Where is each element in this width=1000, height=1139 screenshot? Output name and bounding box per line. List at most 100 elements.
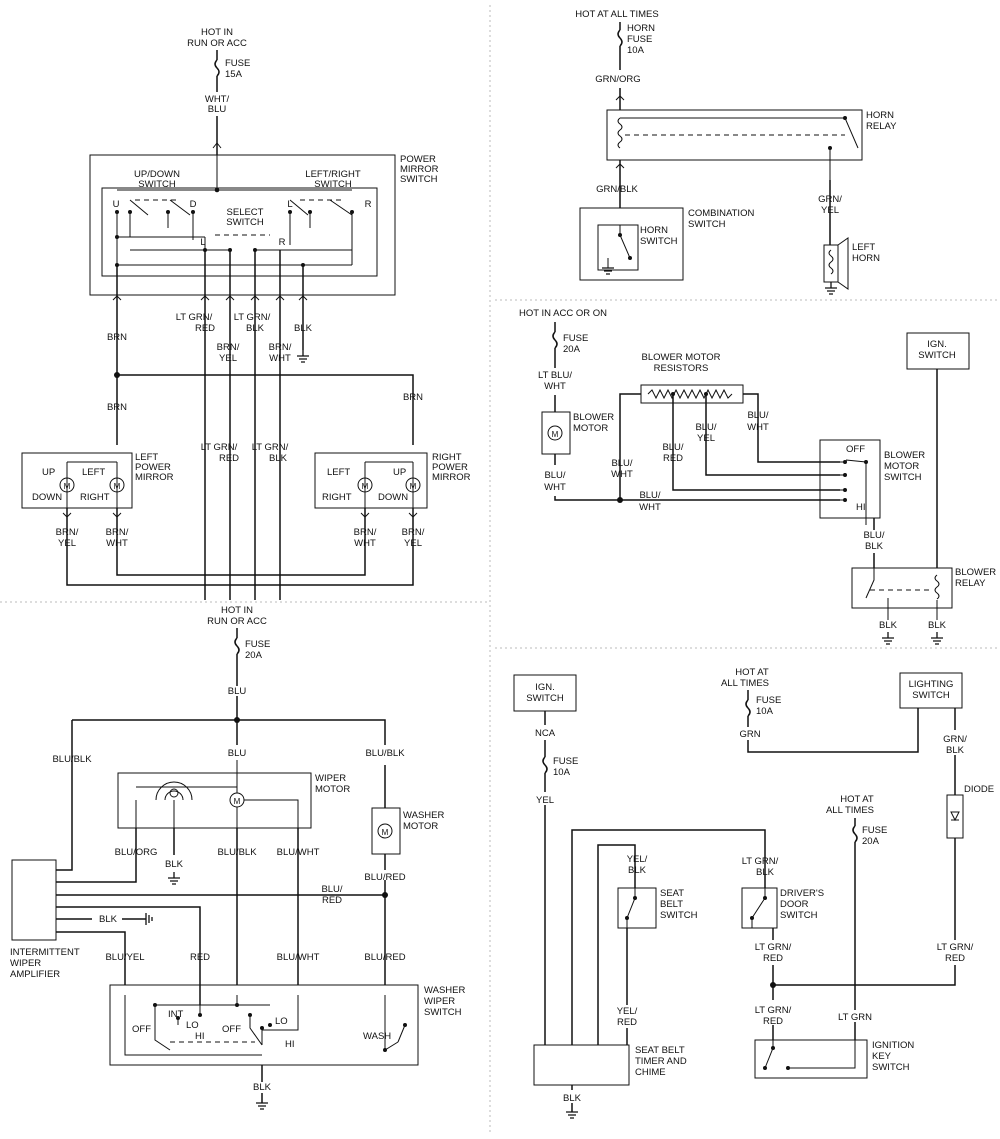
- q5-door-2: DOOR: [780, 899, 809, 910]
- q5-hot3-2: ALL TIMES: [826, 805, 874, 816]
- q5-hot3-1: HOT AT: [840, 794, 874, 805]
- seat-belt-switch-box: [617, 887, 657, 929]
- q5-timer-3: CHIME: [635, 1067, 666, 1078]
- q1-switch-name-2: MIRROR: [400, 164, 439, 175]
- q4-fuse-rating: 20A: [245, 650, 263, 661]
- q1-brn-wht-b: WHT: [269, 353, 291, 364]
- q4-lo2: LO: [275, 1016, 288, 1027]
- q5-fuse3-label: FUSE: [862, 825, 887, 836]
- q1-switch-name-1: POWER: [400, 154, 436, 165]
- q4-blublk-a: BLU/BLK: [52, 754, 92, 765]
- q1-m-up: UP: [42, 467, 55, 478]
- q5-ltgrnred-c: LT GRN/: [937, 942, 974, 953]
- q5-wire-ltgrn: LT GRN: [838, 1012, 872, 1023]
- q3-resistors-1: BLOWER MOTOR: [642, 352, 721, 363]
- q3-blk2: BLK: [928, 620, 947, 631]
- q4-ground-icon-2: [145, 913, 153, 925]
- q4-lo: LO: [186, 1020, 199, 1031]
- q4-fuse-symbol: [234, 637, 240, 655]
- q4-wiper-1: WIPER: [315, 773, 346, 784]
- power-mirror-circuit: HOT IN RUN OR ACC FUSE 15A WHT/ BLU POWE…: [21, 27, 471, 600]
- right-mirror-motor-2-icon: [405, 477, 421, 493]
- q2-relay-1: HORN: [866, 110, 894, 121]
- q2-ground-icon-1: [602, 267, 614, 275]
- q1-fuse-label: FUSE: [225, 58, 250, 69]
- q1-wire-blk: BLK: [294, 323, 313, 334]
- q5-fuse-symbol-2: [745, 699, 751, 717]
- q5-seat-2: BELT: [660, 899, 683, 910]
- q5-door-1: DRIVER'S: [780, 888, 824, 899]
- q4-bluwht2: BLU/WHT: [277, 952, 320, 963]
- q3-blower-1: BLOWER: [573, 412, 614, 423]
- intermittent-wiper-amplifier-box: [11, 859, 57, 941]
- q5-seat-1: SEAT: [660, 888, 684, 899]
- q3-bms-1: BLOWER: [884, 450, 925, 461]
- q5-ign-2: SWITCH: [526, 693, 564, 704]
- q1-bot-brn-yel-b: YEL: [58, 538, 76, 549]
- q2-fuse-name-1: HORN: [627, 23, 655, 34]
- q4-source-hot: HOT IN: [221, 605, 253, 616]
- q4-ground-icon-1: [168, 872, 180, 885]
- q2-horn-sw-2: SWITCH: [640, 236, 678, 247]
- q1-rm-down: DOWN: [378, 492, 408, 503]
- q5-yelblk-a: YEL/: [627, 854, 648, 865]
- q1-right-mirror-2: POWER: [432, 462, 468, 473]
- q1-m-right: RIGHT: [80, 492, 110, 503]
- q1-rm-up: UP: [393, 467, 406, 478]
- q3-resistors-2: RESISTORS: [654, 363, 709, 374]
- q5-ltgrnred-f: RED: [763, 1016, 783, 1027]
- q4-ww-1: WASHER: [424, 985, 465, 996]
- q3-bluyel-a: BLU/: [695, 422, 716, 433]
- q1-switch-name-3: SWITCH: [400, 174, 438, 185]
- horn-relay-box: [606, 109, 863, 161]
- q3-off: OFF: [846, 444, 865, 455]
- q1-wire-brn3: BRN: [403, 392, 423, 403]
- q2-horn-2: HORN: [852, 253, 880, 264]
- q5-key-1: IGNITION: [872, 1040, 914, 1051]
- washer-wiper-switch-box: [109, 984, 419, 1066]
- q2-wire-grn-yel-a: GRN/: [818, 194, 842, 205]
- q5-grnblk-a: GRN/: [943, 734, 967, 745]
- q5-fuse2-rating: 10A: [756, 706, 774, 717]
- q3-source: HOT IN ACC OR ON: [519, 308, 607, 319]
- q3-motor-label: M: [552, 430, 559, 439]
- q1-feed-color-b: BLU: [208, 104, 227, 115]
- blower-motor-switch-box: [819, 439, 881, 519]
- q4-off2: OFF: [222, 1024, 241, 1035]
- q4-ww-3: SWITCH: [424, 1007, 462, 1018]
- q1-wire-brn: BRN: [107, 332, 127, 343]
- q2-relay-2: RELAY: [866, 121, 897, 132]
- q2-fuse-name-2: FUSE: [627, 34, 652, 45]
- q5-ltgrnred-b: RED: [763, 953, 783, 964]
- q1-right-mirror-1: RIGHT: [432, 452, 462, 463]
- q2-wire-grn-blk: GRN/BLK: [596, 184, 638, 195]
- wiper-washer-circuit: HOT IN RUN OR ACC FUSE 20A BLU BLU/BLK B…: [10, 605, 465, 1110]
- seat-belt-chime-circuit: IGN. SWITCH NCA FUSE 10A YEL HOT AT ALL …: [513, 667, 994, 1119]
- q3-ign-2: SWITCH: [918, 350, 956, 361]
- q1-updown-1: UP/DOWN: [134, 169, 180, 180]
- q4-blured-b2: RED: [322, 895, 342, 906]
- q1-bot-brn-wht-c: BRN/: [354, 527, 377, 538]
- q3-ltblu-b: WHT: [544, 381, 566, 392]
- q3-bluwht-b: WHT: [544, 482, 566, 493]
- q2-horn-sw-1: HORN: [640, 225, 668, 236]
- q1-ltgrn-blk-c: LT GRN/: [252, 442, 289, 453]
- q4-wire-blk2: BLK: [99, 914, 118, 925]
- diode-icon: [950, 811, 960, 822]
- q1-left-mirror-2: POWER: [135, 462, 171, 473]
- q5-fuse3-rating: 20A: [862, 836, 880, 847]
- q1-m-left: LEFT: [82, 467, 105, 478]
- q1-leftright-1: LEFT/RIGHT: [305, 169, 361, 180]
- right-mirror-motor-1-icon: [357, 477, 373, 493]
- q5-ltgrnred-d: RED: [945, 953, 965, 964]
- q5-yelred-b: RED: [617, 1017, 637, 1028]
- q3-hi: HI: [856, 502, 866, 513]
- ignition-key-switch-box: [754, 1039, 868, 1079]
- drivers-door-switch-box: [741, 887, 778, 929]
- q3-relay-2: RELAY: [955, 578, 986, 589]
- blower-motor-icon: [547, 425, 563, 441]
- q1-ltgrn-red-a: LT GRN/: [176, 312, 213, 323]
- power-mirror-switch-box: [89, 154, 396, 296]
- q5-wire-grn: GRN: [739, 729, 760, 740]
